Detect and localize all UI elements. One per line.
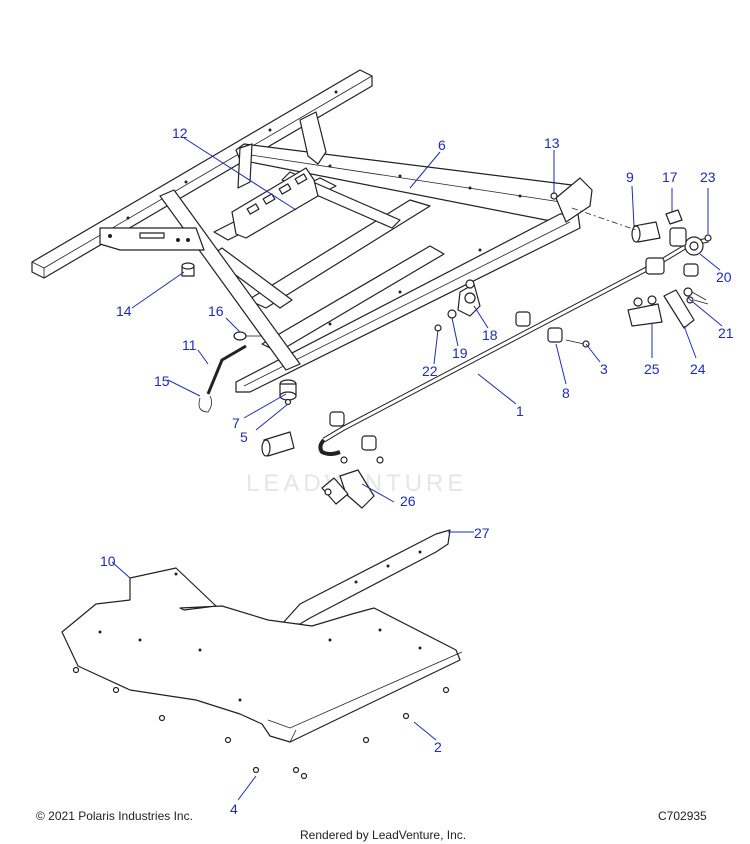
frame-left-bracket: [99, 227, 205, 251]
washer-19: [447, 309, 457, 319]
callout-24: 24: [690, 361, 706, 377]
callout-27: 27: [474, 525, 490, 541]
rod-11: [206, 344, 247, 395]
callout-15: 15: [154, 373, 170, 389]
screw-5: [284, 398, 292, 406]
callout-20: 20: [716, 269, 732, 285]
callout-2: 2: [434, 739, 442, 755]
callout-18: 18: [482, 327, 498, 343]
nut-17: [665, 209, 683, 225]
callout-1: 1: [516, 403, 524, 419]
frame-cross-members: [209, 171, 445, 353]
bolt-3: [565, 339, 590, 348]
bushing-right: [631, 221, 661, 243]
callout-12: 12: [172, 125, 188, 141]
bushing-clip: [515, 311, 531, 327]
bolt-extra: [686, 296, 709, 305]
screws-skid: [72, 666, 450, 780]
pin-16: [233, 331, 262, 341]
bracket-26: [321, 411, 384, 509]
callout-8: 8: [562, 385, 570, 401]
bushing-left: [261, 431, 295, 457]
callout-4: 4: [230, 801, 238, 817]
callout-6: 6: [438, 137, 446, 153]
nut-23: [704, 234, 712, 242]
callout-11: 11: [182, 337, 197, 353]
bracket-24: [663, 289, 695, 329]
leader-lines: [111, 137, 723, 801]
skid-plate-10: [61, 567, 463, 743]
centerline: [571, 207, 637, 231]
callout-10: 10: [100, 553, 116, 569]
end-link-right: [645, 227, 704, 277]
clamp-18: [457, 283, 481, 317]
callout-9: 9: [626, 169, 634, 185]
frame-vertical-bracket: [299, 111, 327, 165]
bumper-7: [279, 379, 297, 401]
callout-23: 23: [700, 169, 716, 185]
callout-5: 5: [240, 429, 248, 445]
frame-rear-tube: [31, 69, 373, 279]
callout-3: 3: [600, 361, 608, 377]
pin-15: [198, 395, 212, 413]
rendered-by-text: Rendered by LeadVenture, Inc.: [300, 828, 467, 842]
callout-21: 21: [718, 325, 734, 341]
copyright-text: © 2021 Polaris Industries Inc.: [36, 809, 193, 823]
callout-14: 14: [116, 303, 132, 319]
callout-22: 22: [422, 363, 438, 379]
callout-13: 13: [544, 135, 560, 151]
callout-7: 7: [232, 415, 240, 431]
frame-holes: [126, 90, 522, 326]
clamp-top: [465, 279, 475, 289]
callout-19: 19: [452, 345, 468, 361]
diagram-code: C702935: [658, 809, 707, 823]
callout-25: 25: [644, 361, 660, 377]
callout-26: 26: [400, 493, 416, 509]
frame-slotted-bracket: [231, 167, 319, 239]
callout-16: 16: [208, 303, 224, 319]
frame-end-plate: [555, 177, 593, 223]
bumper-14: [181, 262, 195, 277]
callout-17: 17: [662, 169, 678, 185]
bolt-21: [683, 287, 707, 301]
bushing-8: [547, 327, 563, 343]
bracket-25: [627, 295, 663, 327]
callouts: 1 2 3 4 5 6 7 8 9 10 11 12 13 14 15 16 1…: [100, 125, 734, 817]
